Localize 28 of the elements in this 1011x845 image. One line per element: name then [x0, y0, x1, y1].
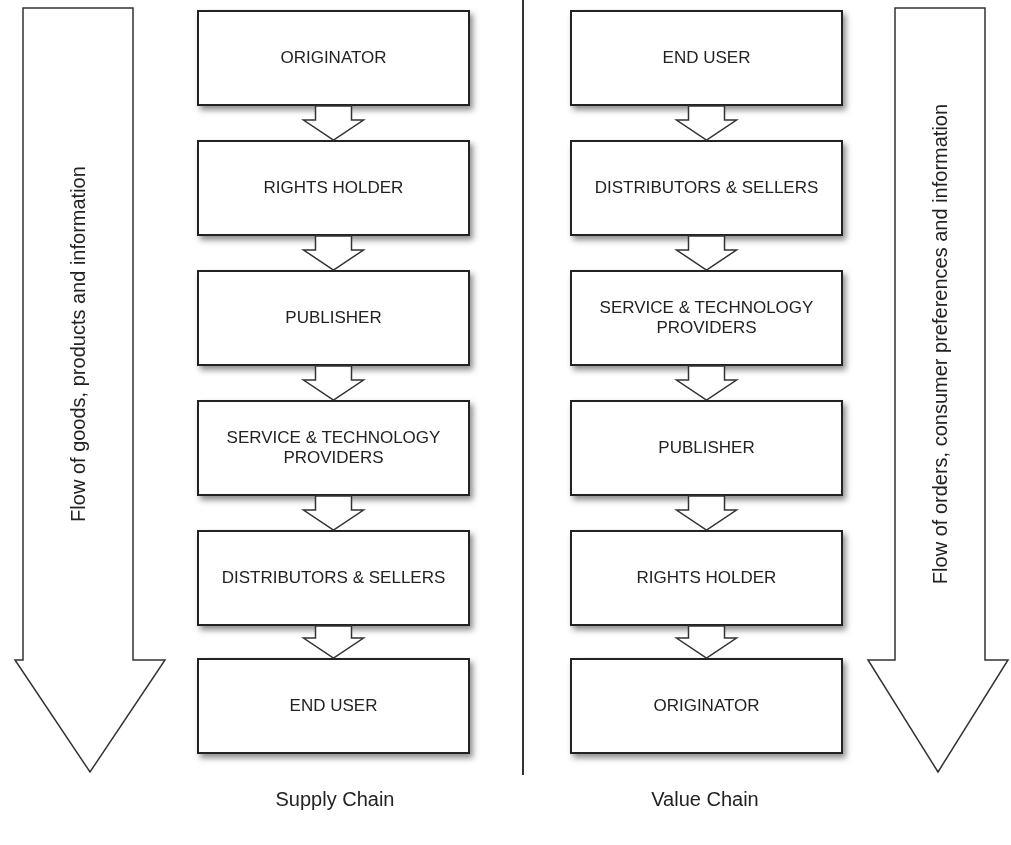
block-arrow [301, 495, 366, 531]
process-box: ORIGINATOR [197, 10, 470, 106]
process-box: PUBLISHER [197, 270, 470, 366]
process-box: PUBLISHER [570, 400, 843, 496]
process-box: RIGHTS HOLDER [197, 140, 470, 236]
flow-arrow [15, 8, 165, 772]
process-box: SERVICE & TECHNOLOGY PROVIDERS [197, 400, 470, 496]
block-arrow [301, 105, 366, 141]
block-arrow [674, 365, 739, 401]
process-box: END USER [197, 658, 470, 754]
process-box: SERVICE & TECHNOLOGY PROVIDERS [570, 270, 843, 366]
process-box: ORIGINATOR [570, 658, 843, 754]
process-box: DISTRIBUTORS & SELLERS [197, 530, 470, 626]
process-box: RIGHTS HOLDER [570, 530, 843, 626]
flow-arrow [868, 8, 1008, 772]
flow-label: Flow of orders, consumer preferences and information [928, 102, 952, 587]
block-arrow [301, 625, 366, 659]
chain-caption: Value Chain [651, 788, 759, 811]
process-box: DISTRIBUTORS & SELLERS [570, 140, 843, 236]
block-arrow [674, 625, 739, 659]
block-arrow [674, 105, 739, 141]
block-arrow [301, 365, 366, 401]
process-box: END USER [570, 10, 843, 106]
chain-caption: Supply Chain [275, 788, 395, 811]
block-arrow [674, 495, 739, 531]
flow-label: Flow of goods, products and information [66, 165, 90, 524]
block-arrow [674, 235, 739, 271]
block-arrow [301, 235, 366, 271]
